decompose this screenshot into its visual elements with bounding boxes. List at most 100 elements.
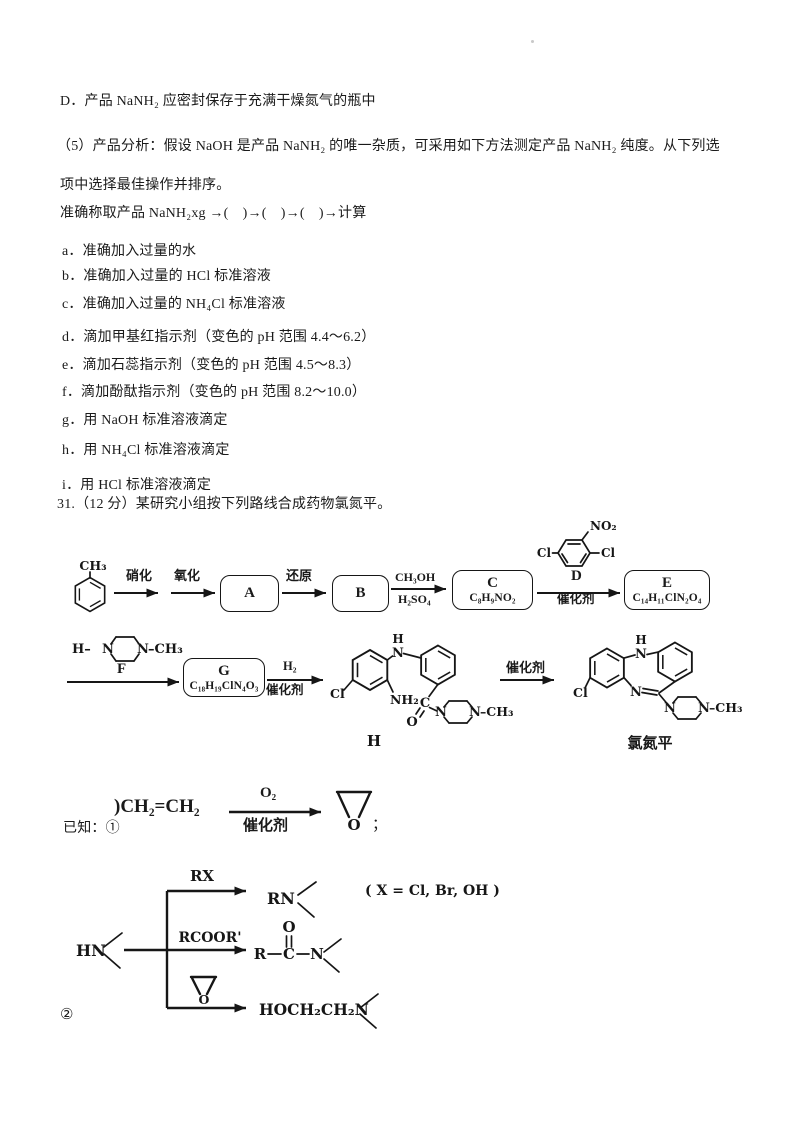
cyclization-arrow: [500, 675, 554, 685]
h-cl-label: Cl: [330, 686, 345, 701]
catalyst3-label: 催化剂: [506, 660, 546, 675]
option-c: c．准确加入过量的 NH₄Cl 标准溶液: [62, 297, 286, 312]
clozapine-label: 氯氮平: [627, 734, 672, 752]
clozapine-structure: H N Cl N N N –CH₃ 氯氮平: [573, 633, 742, 752]
option-g: g．用 NaOH 标准溶液滴定: [62, 413, 228, 428]
mini-epoxide-o: O: [199, 992, 210, 1007]
oxidation-label: 氧化: [174, 568, 201, 583]
option-d2: d．滴加甲基红指示剂（变色的 pH 范围 4.4～6.2）: [62, 330, 376, 345]
q5-line2: 项中选择最佳操作并排序。: [60, 178, 231, 193]
compound-g-formula: C₁₈H₁₉ClN₄O₃: [189, 679, 259, 692]
rcoor-label: RCOOR': [178, 930, 241, 946]
esterification-arrow: [391, 584, 446, 594]
h-pip-ch3: –CH₃: [480, 704, 513, 719]
nitration-arrow: [114, 588, 158, 598]
cz-pip-ch3: –CH₃: [709, 700, 742, 715]
dichloronitrobenzene-ring-bonds: [551, 531, 600, 567]
cz-bridge-h: H: [635, 633, 646, 647]
option-i: i．用 HCl 标准溶液滴定: [62, 478, 212, 493]
methylpiperazine-structure: H– N N –CH₃: [72, 636, 183, 662]
box-compound-c: C C₈H₉NO₂: [452, 570, 533, 610]
oxidation-arrow: [171, 588, 215, 598]
compound-h-structure: H N Cl NH₂ C O N N –CH₃ H: [330, 632, 513, 750]
toluene-structure: CH₃: [74, 558, 107, 613]
box-compound-g: G C₁₈H₁₉ClN₄O₃: [183, 658, 265, 697]
cz-imine-n: N: [630, 685, 642, 700]
epoxide-bonds: [335, 790, 373, 819]
step-d-label: D: [571, 568, 582, 584]
box-compound-a: A: [220, 575, 279, 612]
catalyst2-label: 催化剂: [266, 683, 304, 697]
ethanolamine-product: HOCH₂CH₂N: [259, 1000, 369, 1019]
option-b: b．准确加入过量的 HCl 标准溶液: [62, 269, 271, 284]
h-left-ring: [351, 649, 389, 691]
compound-b-letter: B: [355, 584, 366, 601]
compound-e-letter: E: [661, 575, 672, 592]
pip-h-label: H–: [72, 642, 91, 657]
piperazine-ring-bonds: [110, 636, 140, 662]
toluene-ch3-label: CH₃: [79, 558, 106, 573]
compound-g-letter: G: [218, 662, 230, 679]
option-e: e．滴加石蕊指示剂（变色的 pH 范围 4.5～8.3）: [62, 358, 361, 373]
amine-substituent-bonds: [103, 932, 123, 969]
reagent-cl-left-label: Cl: [537, 546, 552, 560]
catalyst1-label: 催化剂: [557, 592, 595, 606]
scan-speck: [531, 40, 534, 43]
h-bridge-h: H: [392, 632, 403, 646]
reagent-cl-right-label: Cl: [601, 546, 616, 560]
h-pip-n-right: N: [469, 705, 481, 720]
cz-bonds: [584, 651, 676, 705]
h-carbonyl-o: O: [406, 715, 417, 730]
amide-bonds: [267, 935, 342, 973]
cz-right-ring: [657, 641, 693, 683]
oxidation-o2-arrow: [229, 807, 321, 817]
x-definition-note: ( X = Cl, Br, OH ): [365, 883, 500, 899]
pip-ch3-label: –CH₃: [148, 642, 183, 657]
circled-2-label: ②: [60, 1007, 74, 1023]
amide-r: R: [254, 945, 267, 963]
reduction-arrow: [282, 588, 326, 598]
q5-line1: （5）产品分析：假设 NaOH 是产品 NaNH₂ 的唯一杂质，可采用如下方法测…: [57, 139, 720, 154]
h-carbonyl-c: C: [420, 696, 430, 711]
catalyst4-label: 催化剂: [243, 818, 289, 834]
h-nh2-label: NH₂: [390, 692, 419, 707]
question-31-title: 31.（12 分）某研究小组按下列路线合成药物氯氮平。: [57, 497, 392, 512]
procedure-line: 准确称取产品 NaNH₂xg →( )→( )→( )→计算: [60, 206, 367, 221]
compound-e-formula: C₁₄H₁₁ClN₂O₄: [632, 592, 702, 605]
compound-a-letter: A: [244, 584, 255, 601]
methanol-label: CH₃OH: [395, 570, 436, 584]
rn-product-label: RN: [267, 889, 295, 908]
box-compound-b: B: [332, 575, 389, 612]
o2-label: O₂: [260, 785, 277, 801]
compound-c-formula: C₈H₉NO₂: [469, 592, 516, 605]
h2-label: H₂: [283, 659, 297, 673]
cz-bridge-n: N: [635, 647, 647, 662]
amine-reactions-diagram: HN RX RN ( X = Cl, Br, OH ) RCOOR' R C N…: [76, 867, 500, 1029]
h-bonds: [343, 652, 439, 718]
option-h: h．用 NH₄Cl 标准溶液滴定: [62, 443, 230, 458]
nitration-label: 硝化: [126, 568, 153, 583]
option-d-line: D．产品 NaNH₂ 应密封保存于充满干燥氮气的瓶中: [60, 94, 376, 109]
option-a: a．准确加入过量的水: [62, 244, 197, 259]
hydrogenation-arrow: [267, 675, 323, 685]
compound-c-letter: C: [487, 575, 498, 592]
coupling-arrow: [537, 588, 620, 598]
step-f-arrow: [67, 677, 179, 687]
amide-n: N: [310, 945, 324, 963]
mini-epoxide-bonds: [189, 975, 218, 996]
epoxide-o-label: O: [347, 816, 360, 834]
branch-lines: [124, 891, 169, 1008]
semicolon: ；: [372, 817, 388, 833]
benzene-ring: [74, 576, 106, 613]
h-piperazine-ring-bonds: [443, 700, 473, 724]
box-compound-e: E C₁₄H₁₁ClN₂O₄: [624, 570, 710, 610]
amide-o: O: [282, 918, 295, 936]
ethylene-formula: )CH₂=CH₂: [114, 796, 200, 817]
rn-substituent-bonds: [297, 881, 317, 918]
amide-c: C: [283, 945, 295, 963]
rx-label: RX: [190, 867, 214, 885]
option-f: f．滴加酚酞指示剂（变色的 pH 范围 8.2～10.0）: [62, 385, 367, 400]
cz-cl-label: Cl: [573, 685, 588, 700]
h-right-ring: [420, 644, 456, 686]
